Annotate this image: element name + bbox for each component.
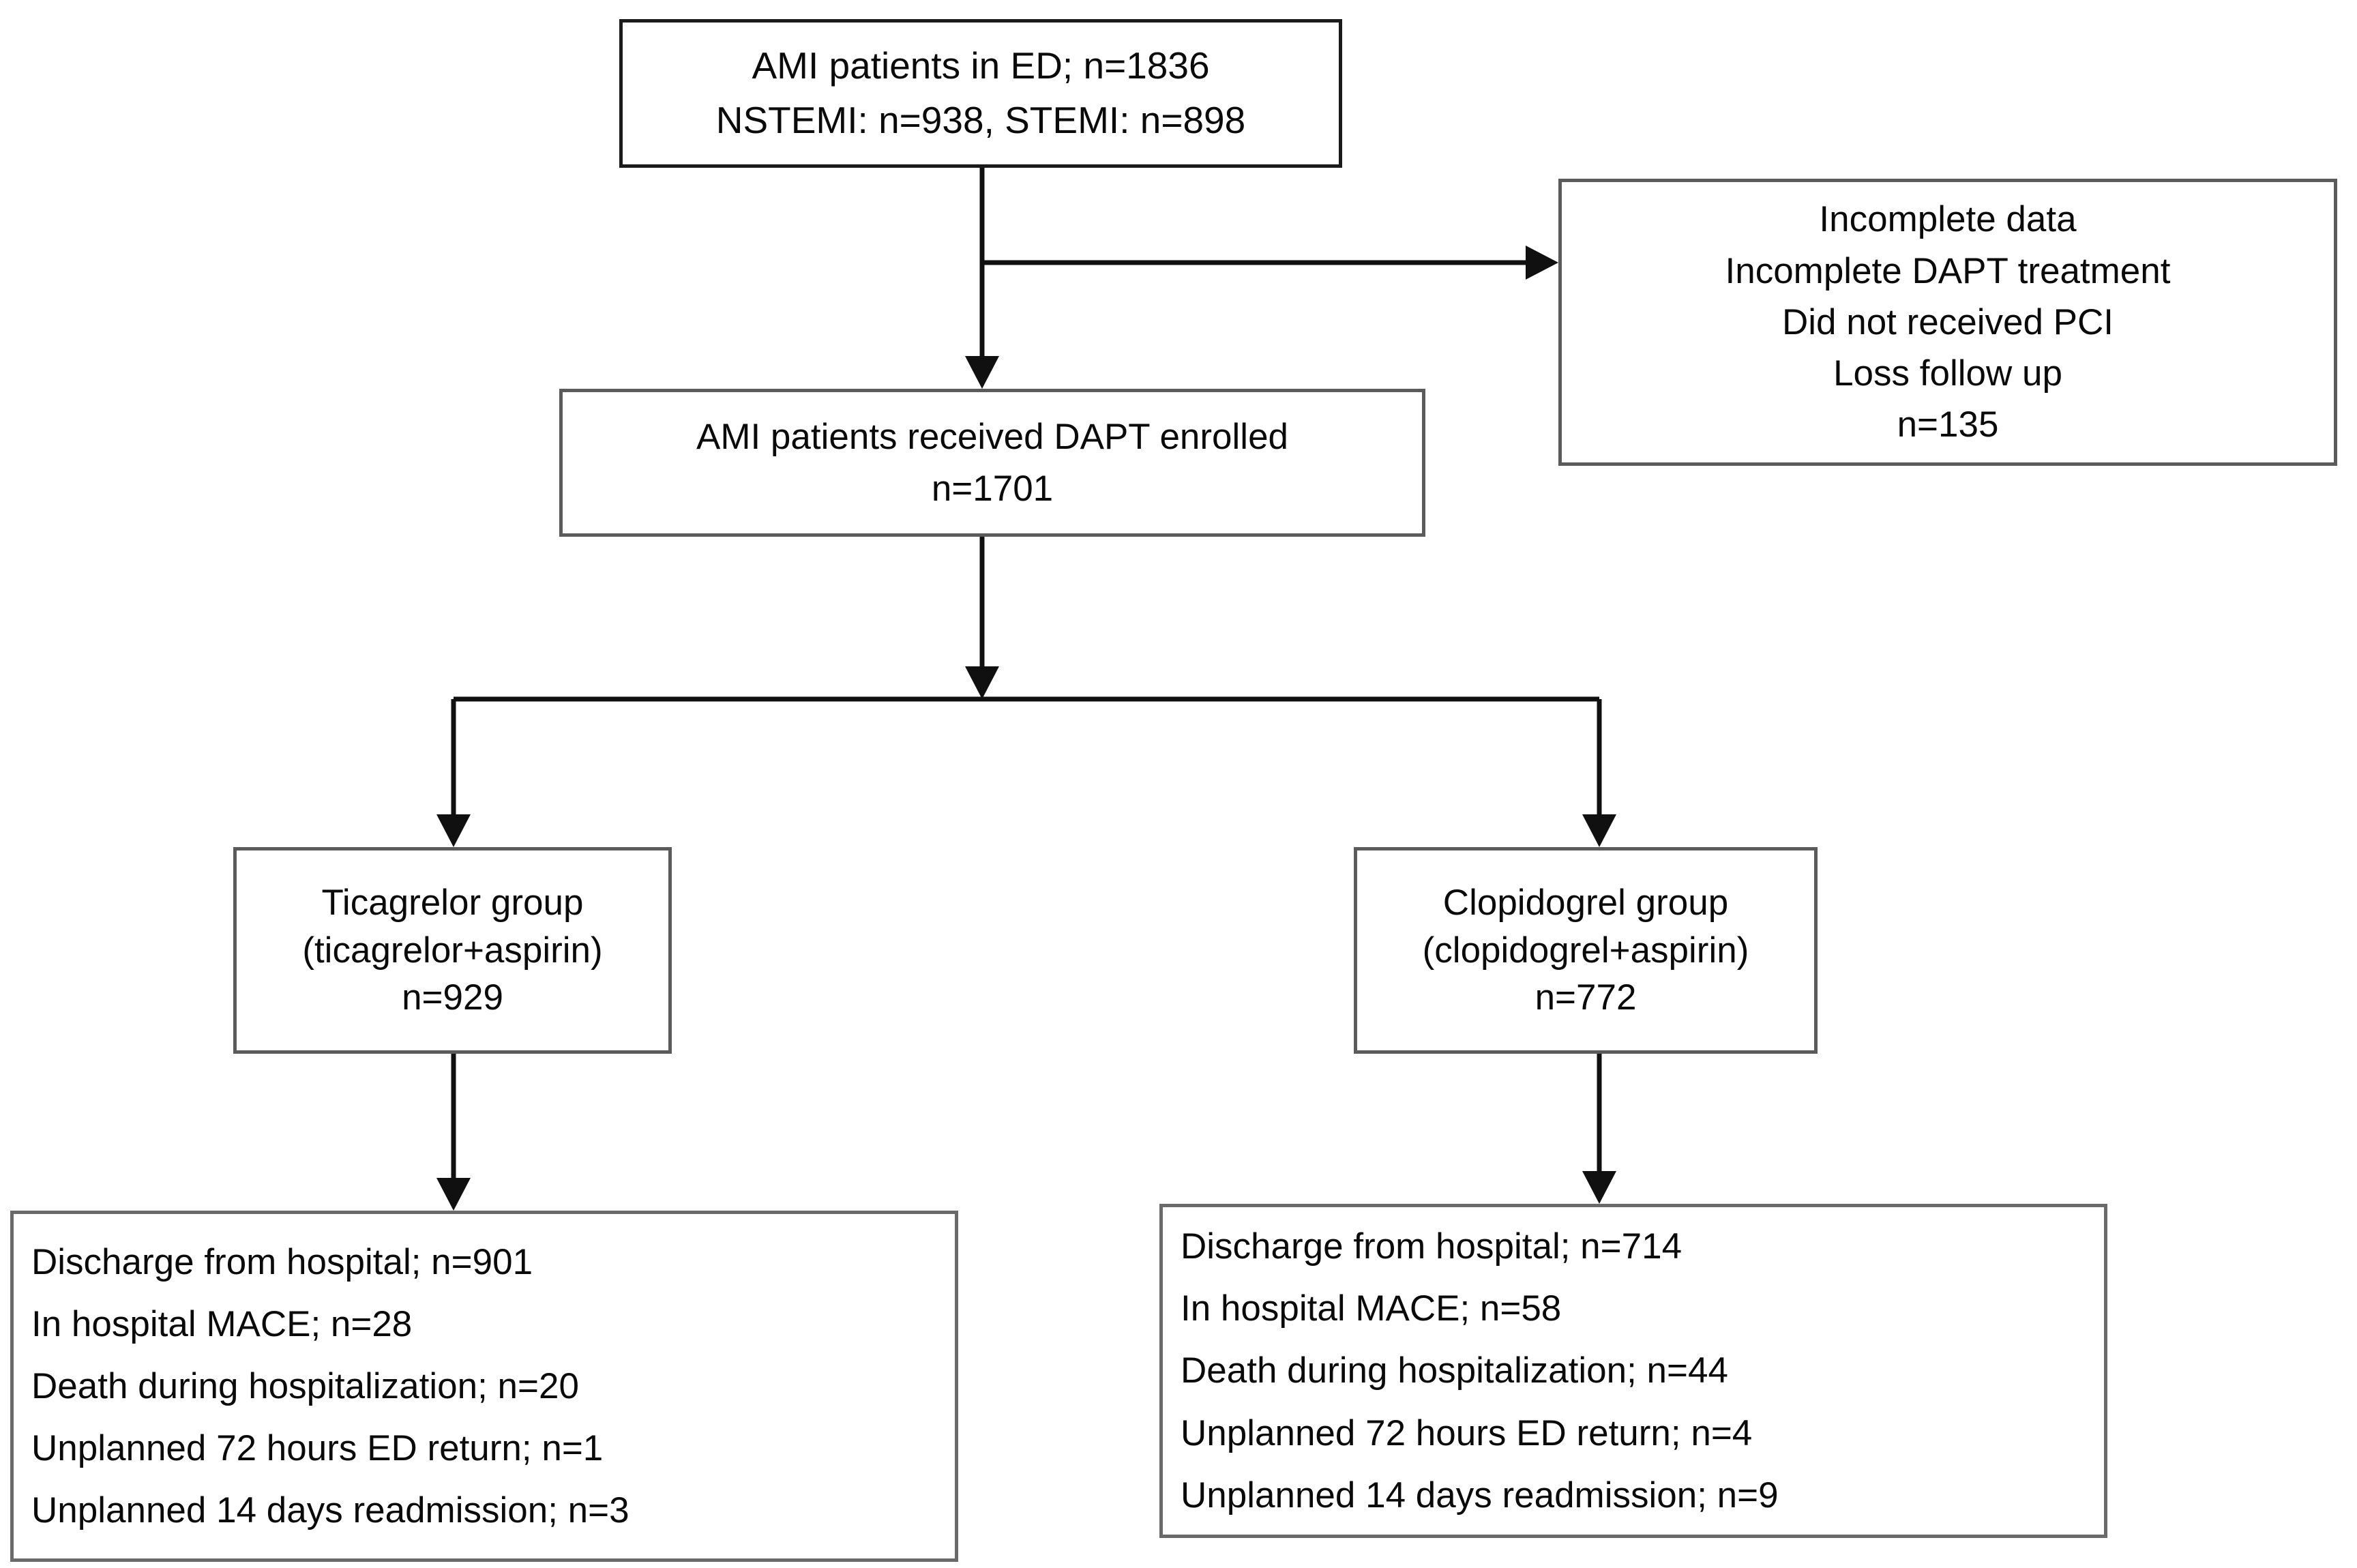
outcomes-left-line-1: Discharge from hospital; n=901 [31,1241,533,1282]
arrowhead-outcomes-right [1582,1171,1616,1204]
enrolled-line-2: n=1701 [931,468,1054,509]
ticagrelor-line-2: (ticagrelor+aspirin) [302,930,603,971]
arrowhead-clopidogrel [1582,814,1616,847]
node-excluded[interactable]: Incomplete data Incomplete DAPT treatmen… [1558,179,2337,466]
node-clopidogrel-group[interactable]: Clopidogrel group (clopidogrel+aspirin) … [1354,847,1818,1054]
outcomes-left-line-3: Death during hospitalization; n=20 [31,1365,579,1406]
outcomes-right-line-5: Unplanned 14 days readmission; n=9 [1181,1475,1779,1515]
clopidogrel-line-3: n=772 [1535,977,1637,1018]
node-ticagrelor-group[interactable]: Ticagrelor group (ticagrelor+aspirin) n=… [233,847,672,1054]
outcomes-left-line-4: Unplanned 72 hours ED return; n=1 [31,1428,604,1469]
excluded-line-2: Incomplete DAPT treatment [1725,250,2171,291]
outcomes-right-line-1: Discharge from hospital; n=714 [1181,1226,1682,1267]
excluded-line-3: Did not received PCI [1781,301,2114,342]
arrowhead-outcomes-left [436,1178,471,1211]
outcomes-left-line-5: Unplanned 14 days readmission; n=3 [31,1490,629,1531]
enrolled-line-1: AMI patients received DAPT enrolled [696,417,1289,458]
clopidogrel-line-1: Clopidogrel group [1442,882,1729,923]
node-enrollment[interactable]: AMI patients in ED; n=1836 NSTEMI: n=938… [619,19,1342,168]
arrowhead-excluded [1526,246,1558,280]
node-enrolled[interactable]: AMI patients received DAPT enrolled n=17… [559,389,1425,537]
outcomes-right-line-2: In hospital MACE; n=58 [1181,1288,1562,1329]
outcomes-right-line-3: Death during hospitalization; n=44 [1181,1350,1728,1391]
ticagrelor-line-3: n=929 [402,977,503,1018]
excluded-line-4: Loss follow up [1833,353,2062,394]
arrowhead-ticagrelor [436,814,471,847]
outcomes-right-line-4: Unplanned 72 hours ED return; n=4 [1181,1412,1753,1453]
clopidogrel-line-2: (clopidogrel+aspirin) [1422,930,1749,971]
excluded-line-1: Incomplete data [1819,199,2077,240]
ticagrelor-line-1: Ticagrelor group [321,882,584,923]
outcomes-left-line-2: In hospital MACE; n=28 [31,1303,413,1344]
enrollment-line-1: AMI patients in ED; n=1836 [752,44,1210,87]
arrowhead-split [965,666,999,699]
excluded-line-5: n=135 [1897,404,1999,445]
node-outcomes-ticagrelor[interactable]: Discharge from hospital; n=901 In hospit… [10,1211,958,1562]
arrowhead-enrolled [965,356,999,389]
node-outcomes-clopidogrel[interactable]: Discharge from hospital; n=714 In hospit… [1159,1204,2107,1538]
enrollment-line-2: NSTEMI: n=938, STEMI: n=898 [715,99,1246,141]
